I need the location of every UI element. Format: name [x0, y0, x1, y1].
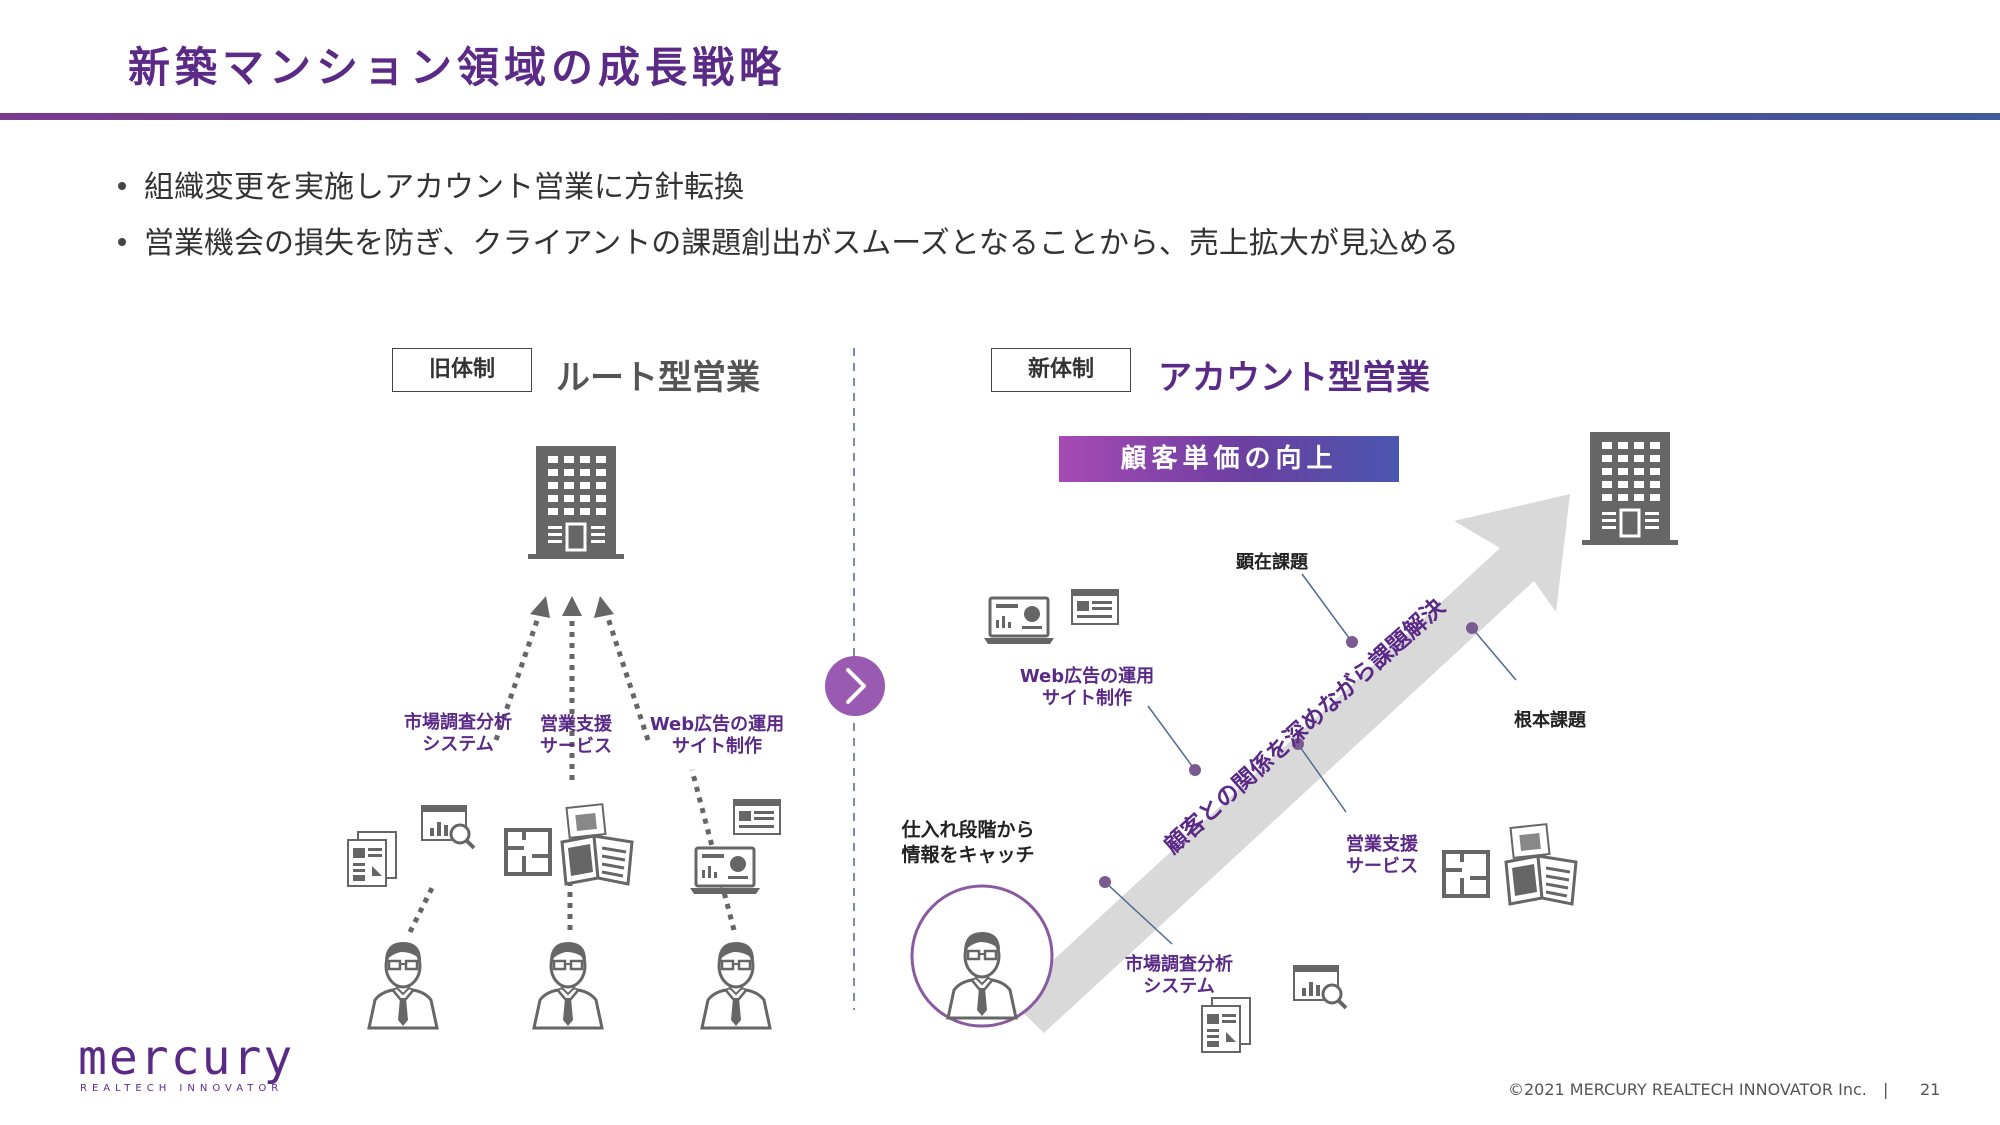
old-system-title: ルート型営業 [556, 358, 760, 398]
chevron-right-icon [846, 668, 866, 704]
old-label-webad-line2: サイト制作 [672, 736, 762, 757]
new-label-webad: Web広告の運用 サイト制作 [1012, 666, 1162, 710]
page-title: 新築マンション領域の成長戦略 [128, 43, 787, 92]
new-label-market: 市場調査分析 システム [1114, 954, 1244, 998]
browser-chart-icon [1292, 964, 1348, 1010]
document-icon [347, 831, 397, 887]
new-label-webad-line2: サイト制作 [1042, 688, 1132, 709]
header-divider [0, 113, 2000, 120]
new-label-webad-line1: Web広告の運用 [1019, 666, 1155, 687]
bullet-1: 組織変更を実施しアカウント営業に方針転換 [118, 162, 744, 206]
new-label-sales-line2: サービス [1346, 856, 1418, 877]
old-system-tag: 旧体制 [392, 348, 532, 392]
laptop-icon [688, 846, 762, 896]
browser-icon [1071, 589, 1119, 625]
catch-info-line1: 仕入れ段階から [901, 819, 1035, 841]
building-icon [1580, 430, 1680, 547]
document-icon [1201, 997, 1251, 1053]
bullet-2-text: 営業機会の損失を防ぎ、クライアントの課題創出がスムーズとなることから、売上拡大が… [144, 226, 1459, 261]
bullet-dot [118, 237, 126, 246]
person-icon [700, 940, 772, 1030]
growth-arrow [1010, 494, 1570, 1033]
copyright: ©2021 MERCURY REALTECH INNOVATOR Inc. [1508, 1080, 1867, 1099]
bullet-1-text: 組織変更を実施しアカウント営業に方針転換 [144, 170, 744, 205]
brochure-icon [1504, 822, 1578, 906]
root-issue-label: 根本課題 [1514, 710, 1586, 731]
page-number: 21 [1920, 1080, 1941, 1099]
chevron-circle [825, 656, 885, 716]
new-label-sales: 営業支援 サービス [1332, 834, 1432, 878]
bullet-dot [118, 181, 126, 190]
footer-separator: | [1883, 1080, 1889, 1099]
catch-info-label: 仕入れ段階から 情報をキャッチ [888, 818, 1048, 868]
old-label-webad-line1: Web広告の運用 [649, 714, 785, 735]
floorplan-icon [1442, 850, 1490, 898]
new-system-title: アカウント型営業 [1158, 358, 1430, 398]
browser-chart-icon [420, 804, 476, 850]
person-icon [367, 940, 439, 1030]
bullet-2: 営業機会の損失を防ぎ、クライアントの課題創出がスムーズとなることから、売上拡大が… [118, 218, 1459, 262]
company-logo: mercury [78, 1030, 295, 1086]
old-label-market: 市場調査分析 システム [393, 712, 523, 756]
brochure-icon [560, 802, 634, 886]
old-label-market-line1: 市場調査分析 [404, 712, 512, 733]
new-system-tag: 新体制 [991, 348, 1131, 392]
browser-icon [733, 799, 781, 835]
person-icon [532, 940, 604, 1030]
old-label-sales-line2: サービス [540, 736, 612, 757]
unit-price-banner: 顧客単価の向上 [1059, 436, 1399, 482]
laptop-icon [982, 596, 1056, 646]
old-label-sales: 営業支援 サービス [526, 714, 626, 758]
old-label-webad: Web広告の運用 サイト制作 [644, 714, 790, 758]
floorplan-icon [504, 828, 552, 876]
new-label-sales-line1: 営業支援 [1346, 834, 1418, 855]
new-label-market-line2: システム [1143, 976, 1215, 997]
old-label-market-line2: システム [422, 734, 494, 755]
company-tagline: REALTECH INNOVATOR [80, 1083, 284, 1094]
catch-info-line2: 情報をキャッチ [901, 844, 1035, 866]
building-icon [526, 444, 626, 561]
surface-issue-label: 顕在課題 [1236, 552, 1308, 573]
new-label-market-line1: 市場調査分析 [1125, 954, 1233, 975]
old-label-sales-line1: 営業支援 [540, 714, 612, 735]
